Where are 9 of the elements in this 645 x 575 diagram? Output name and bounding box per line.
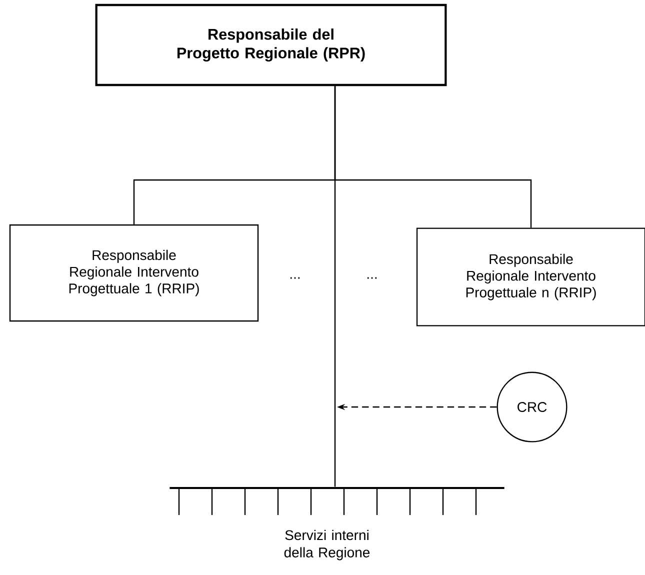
org-box: Responsabile Regionale Intervento Progettuale 1 (RRIP) [9,224,259,322]
circle-node: CRC [496,372,568,442]
org-box: Responsabile del Progetto Regionale (RPR) [95,4,447,86]
ellipsis: ... [367,277,377,279]
node-label: Servizi interni della Regione [284,530,370,560]
ellipsis: ... [290,277,300,279]
org-box: Responsabile Regionale Intervento Progettuale n (RRIP) [416,228,645,326]
comb-bar [170,487,504,515]
connector [334,86,336,487]
